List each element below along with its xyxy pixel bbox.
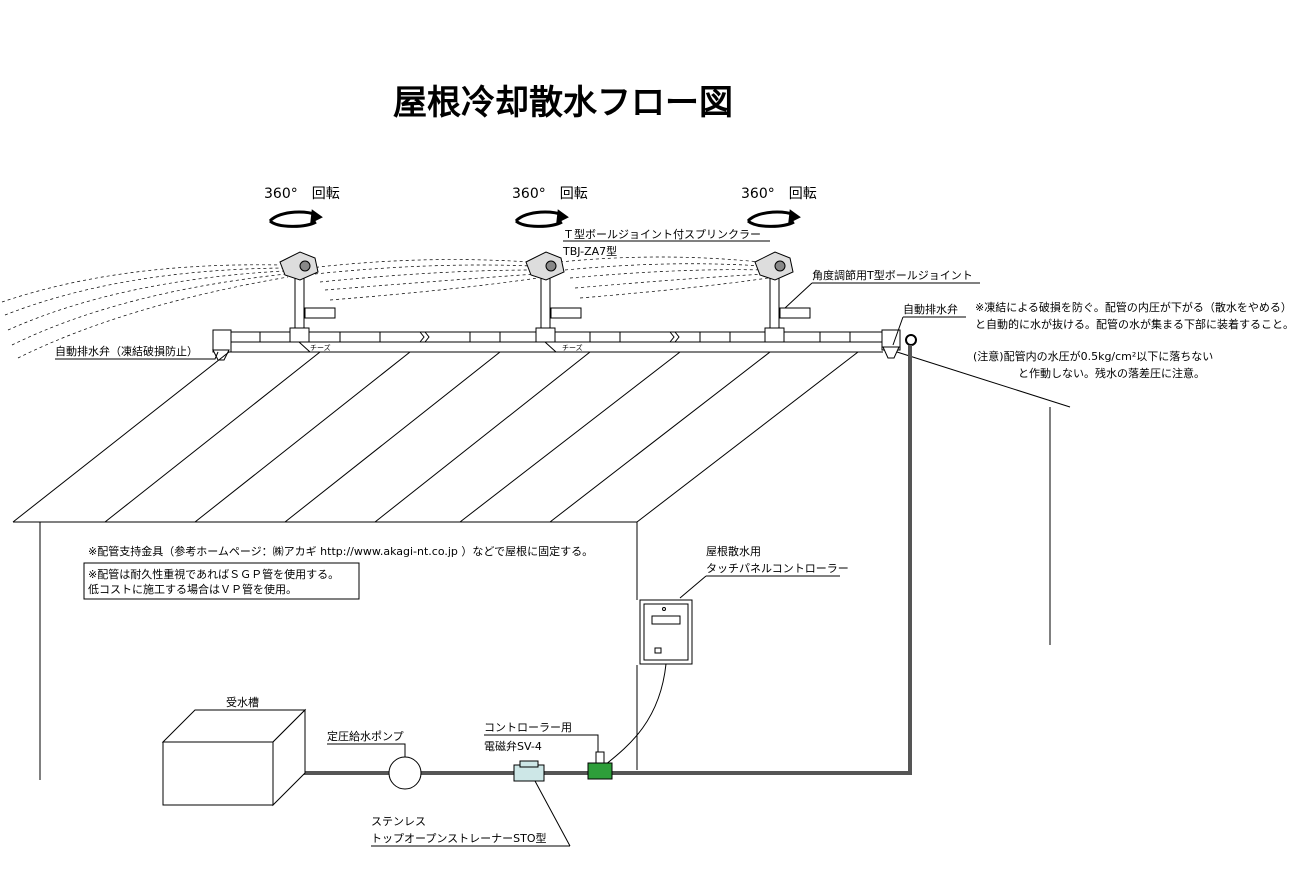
- caution-note-line2: と作動しない。残水の落差圧に注意。: [1018, 366, 1205, 380]
- leader-line: [327, 743, 406, 758]
- leader-line: [371, 780, 571, 847]
- pipe-note-line1: ※配管は耐久性重視であればＳＧＰ管を使用する。: [88, 567, 339, 581]
- rotation-arrow-icon: [514, 209, 569, 228]
- angle-joint-label: 角度調節用T型ボールジョイント: [812, 268, 973, 282]
- solenoid-valve: [587, 751, 613, 780]
- controller-label-line2: タッチパネルコントローラー: [706, 562, 849, 575]
- strainer: [513, 760, 545, 782]
- sprinkler-name-label: Ｔ型ボールジョイント付スプリンクラー: [563, 227, 761, 241]
- sprinkler-1: [279, 251, 336, 343]
- controller-label-line1: 屋根散水用: [706, 544, 761, 558]
- tank-label: 受水槽: [226, 696, 259, 709]
- control-cable: [604, 663, 667, 766]
- pump-label: 定圧給水ポンプ: [327, 729, 404, 743]
- freeze-note-line1: ※凍結による破損を防ぐ。配管の内圧が下がる（散水をやめる）: [975, 300, 1292, 314]
- leader-line: [784, 282, 813, 309]
- sprinkler-3: [754, 251, 811, 343]
- sprinkler-model-label: TBJ-ZA7型: [562, 244, 617, 258]
- leader-line: [55, 351, 219, 360]
- rotation-arrow-icon: [268, 209, 323, 228]
- leader-line: [484, 734, 599, 752]
- supply-pipe: [275, 345, 912, 775]
- pipe-elbow: [905, 334, 917, 346]
- roof-pipe: [212, 329, 901, 353]
- pipe-note-line2: 低コストに施工する場合はＶＰ管を使用。: [88, 582, 297, 596]
- pump-icon: [388, 756, 422, 790]
- support-note: ※配管支持金具（参考ホームページ：㈱アカギ http://www.akagi-n…: [88, 544, 593, 558]
- leader-line: [892, 316, 966, 346]
- strainer-label-line1: ステンレス: [371, 815, 426, 828]
- page-title: 屋根冷却散水フロー図: [393, 83, 733, 123]
- auto-drain-left-label: 自動排水弁（凍結破損防止）: [55, 344, 198, 358]
- rotation-label-2: 360° 回転: [512, 186, 588, 202]
- valve-label-line1: コントローラー用: [484, 721, 572, 734]
- strainer-label-line2: トップオープンストレーナーSTO型: [371, 831, 546, 845]
- pipe-note-box: [83, 562, 360, 600]
- spray-pattern: [1, 256, 769, 359]
- building-outline: [12, 351, 1071, 780]
- tees-label-1: チーズ: [310, 343, 331, 352]
- auto-drain-right-label: 自動排水弁: [903, 302, 958, 316]
- rotation-label-3: 360° 回転: [741, 186, 817, 202]
- water-tank: [161, 708, 307, 807]
- auto-drain-valve-right: [882, 346, 900, 359]
- roof-panels: [104, 351, 771, 523]
- valve-label-line2: 電磁弁SV-4: [484, 739, 542, 753]
- touch-panel-controller: [639, 599, 693, 665]
- rotation-arrow-icon: [746, 209, 801, 228]
- rotation-label-1: 360° 回転: [264, 186, 340, 202]
- pipe-break-mark: [419, 331, 680, 343]
- tees-label-2: チーズ: [562, 343, 583, 352]
- sprinkler-2: [525, 251, 582, 343]
- caution-note-line1: (注意)配管内の水圧が0.5kg/cm²以下に落ちない: [973, 349, 1213, 363]
- leader-line: [679, 575, 840, 599]
- freeze-note-line2: と自動的に水が抜ける。配管の水が集まる下部に装着すること。: [975, 317, 1294, 331]
